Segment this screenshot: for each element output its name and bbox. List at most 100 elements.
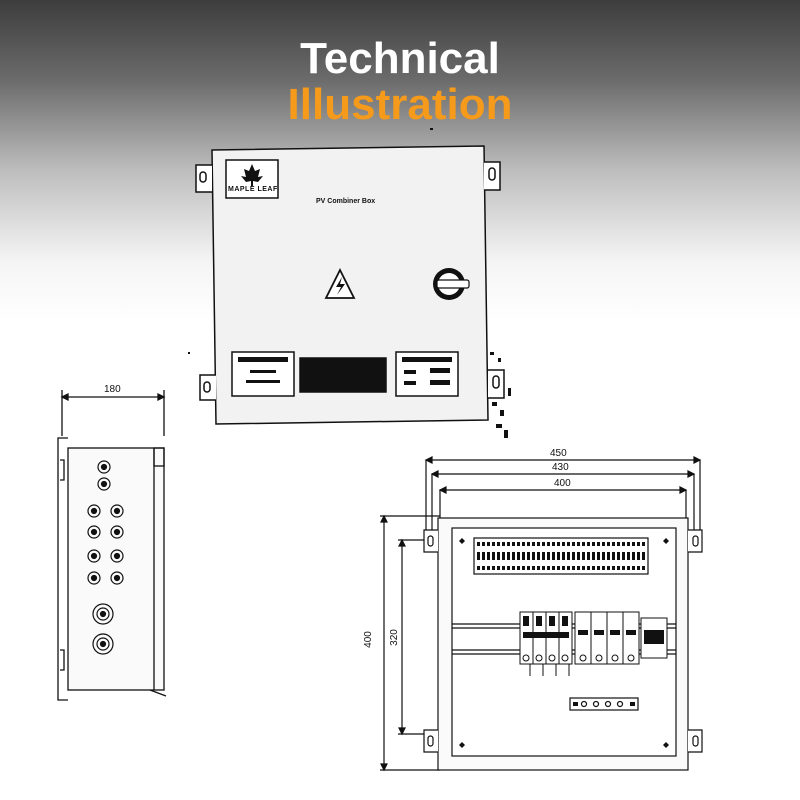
terminal-mark [497, 542, 500, 546]
terminal-mark [622, 552, 625, 560]
terminal-mark [587, 552, 590, 560]
terminal-mark [522, 542, 525, 546]
terminal-mark [582, 552, 585, 560]
terminal-mark [597, 552, 600, 560]
terminal-mark [607, 542, 610, 546]
terminal-mark [482, 552, 485, 560]
terminal-mark [612, 566, 615, 570]
terminal-mark [522, 552, 525, 560]
terminal-mark [482, 566, 485, 570]
terminal-mark [507, 566, 510, 570]
terminal-mark [507, 552, 510, 560]
title-technical: Technical [300, 34, 500, 83]
terminal-mark [627, 566, 630, 570]
terminal-mark [537, 566, 540, 570]
pv-combiner-label: PV Combiner Box [316, 198, 376, 205]
terminal-mark [512, 566, 515, 570]
terminal-mark [542, 552, 545, 560]
terminal-mark [487, 552, 490, 560]
terminal-mark [562, 552, 565, 560]
terminal-mark [497, 566, 500, 570]
terminal-mark [592, 552, 595, 560]
terminal-mark [587, 542, 590, 546]
terminal-mark [517, 542, 520, 546]
terminal-mark [612, 552, 615, 560]
terminal-mark [642, 566, 645, 570]
terminal-mark [552, 552, 555, 560]
terminal-mark [532, 552, 535, 560]
terminal-mark [547, 542, 550, 546]
depth-dimension-180: 180 [104, 384, 121, 395]
terminal-mark [577, 552, 580, 560]
terminal-mark [602, 552, 605, 560]
terminal-mark [542, 542, 545, 546]
terminal-mark [572, 552, 575, 560]
terminal-mark [487, 566, 490, 570]
terminal-mark [557, 566, 560, 570]
terminal-mark [592, 542, 595, 546]
terminal-mark [532, 566, 535, 570]
terminal-mark [617, 566, 620, 570]
terminal-mark [502, 566, 505, 570]
terminal-mark [607, 552, 610, 560]
terminal-mark [602, 542, 605, 546]
terminal-mark [622, 542, 625, 546]
terminal-mark [577, 566, 580, 570]
terminal-mark [557, 542, 560, 546]
terminal-mark [637, 566, 640, 570]
terminal-mark [482, 542, 485, 546]
terminal-mark [542, 566, 545, 570]
terminal-mark [567, 566, 570, 570]
terminal-mark [492, 542, 495, 546]
maple-leaf-icon [241, 164, 263, 186]
terminal-mark [622, 566, 625, 570]
terminal-mark [557, 552, 560, 560]
terminal-block-row [477, 542, 645, 570]
terminal-mark [527, 542, 530, 546]
terminal-mark [637, 552, 640, 560]
terminal-mark [612, 542, 615, 546]
width-dimension-400: 400 [554, 478, 571, 489]
terminal-mark [627, 552, 630, 560]
terminal-mark [487, 542, 490, 546]
terminal-mark [502, 552, 505, 560]
terminal-mark [562, 566, 565, 570]
terminal-mark [517, 552, 520, 560]
terminal-mark [492, 566, 495, 570]
terminal-mark [607, 566, 610, 570]
brand-text: MAPLE LEAF [228, 186, 278, 193]
height-dimension-320: 320 [388, 629, 400, 646]
terminal-mark [477, 566, 480, 570]
terminal-mark [497, 552, 500, 560]
terminal-mark [547, 566, 550, 570]
terminal-mark [642, 542, 645, 546]
terminal-mark [552, 566, 555, 570]
terminal-mark [567, 542, 570, 546]
terminal-mark [552, 542, 555, 546]
terminal-mark [582, 566, 585, 570]
terminal-mark [522, 566, 525, 570]
terminal-mark [527, 566, 530, 570]
terminal-mark [502, 542, 505, 546]
terminal-mark [572, 542, 575, 546]
terminal-mark [597, 566, 600, 570]
terminal-mark [592, 566, 595, 570]
terminal-mark [547, 552, 550, 560]
terminal-mark [537, 542, 540, 546]
terminal-mark [477, 552, 480, 560]
width-dimension-430: 430 [552, 462, 569, 473]
terminal-mark [597, 542, 600, 546]
terminal-mark [582, 542, 585, 546]
terminal-mark [477, 542, 480, 546]
terminal-mark [512, 542, 515, 546]
terminal-mark [537, 552, 540, 560]
terminal-mark [632, 552, 635, 560]
terminal-mark [572, 566, 575, 570]
terminal-mark [577, 542, 580, 546]
terminal-mark [562, 542, 565, 546]
terminal-mark [507, 542, 510, 546]
terminal-mark [637, 542, 640, 546]
